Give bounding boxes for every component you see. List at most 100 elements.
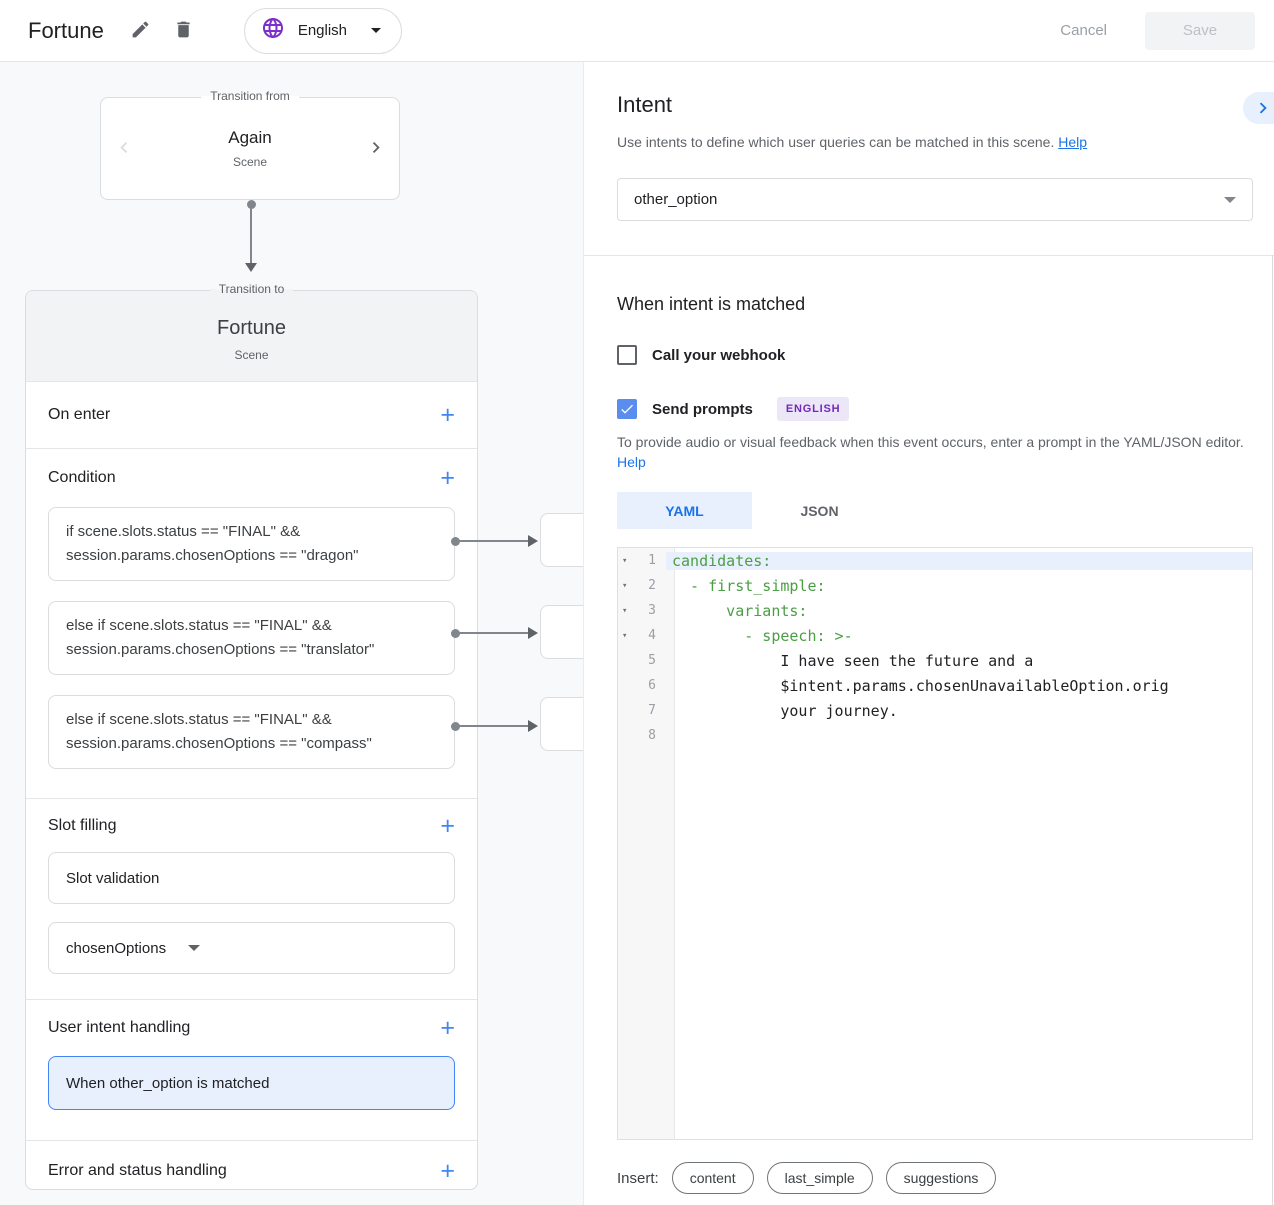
intent-detail-panel: Intent Use intents to define which user … (583, 62, 1274, 1205)
chevron-down-icon (1224, 196, 1236, 203)
transition-target-stub[interactable] (540, 605, 583, 659)
arrow-right-icon (528, 535, 538, 547)
transition-to-legend: Transition to (209, 282, 294, 296)
edit-scene-name-button[interactable] (130, 19, 151, 43)
code-text: - speech: >- (672, 626, 853, 645)
condition-item[interactable]: else if scene.slots.status == "FINAL" &&… (48, 601, 455, 675)
slot-validation-item[interactable]: Slot validation (48, 852, 455, 904)
intent-help-link[interactable]: Help (1058, 134, 1088, 150)
collapse-panel-button[interactable] (1243, 92, 1274, 124)
save-button[interactable]: Save (1145, 11, 1255, 50)
line-number: 3 (648, 603, 656, 618)
add-slot-button[interactable]: + (440, 811, 455, 840)
globe-icon (261, 16, 285, 45)
main-area: Transition from Again Scene Transition t… (0, 62, 1274, 1205)
chevron-right-icon (365, 141, 387, 161)
panel-edge-divider (1272, 255, 1273, 1205)
transition-from-scene-name[interactable]: Again (228, 128, 272, 147)
user-intent-section: User intent handling + When other_option… (26, 999, 477, 1110)
code-text: variants: (672, 601, 808, 620)
on-enter-section: On enter + (26, 381, 477, 448)
section-divider (584, 255, 1274, 256)
add-condition-button[interactable]: + (440, 464, 455, 492)
scene-name: Fortune (217, 317, 286, 339)
scene-type: Scene (234, 348, 269, 362)
code-text: I have seen the future and a (672, 651, 1034, 670)
webhook-checkbox-row: Call your webhook (617, 345, 1253, 365)
condition-item[interactable]: if scene.slots.status == "FINAL" && sess… (48, 507, 455, 581)
prompts-help-link[interactable]: Help (617, 454, 646, 470)
call-webhook-checkbox[interactable] (617, 345, 637, 365)
condition-section: Condition + if scene.slots.status == "FI… (26, 448, 477, 769)
add-on-enter-button[interactable]: + (440, 401, 455, 429)
connector-dot (451, 629, 460, 638)
send-prompts-checkbox[interactable] (617, 399, 637, 419)
fold-toggle-icon[interactable]: ▾ (622, 630, 628, 641)
slot-parameter-name: chosenOptions (66, 939, 167, 957)
fold-toggle-icon[interactable]: ▾ (622, 605, 628, 616)
code-line[interactable]: ▾ 4 - speech: >- (618, 623, 1252, 648)
previous-transition-button[interactable] (113, 136, 135, 161)
language-badge: ENGLISH (776, 397, 850, 421)
tab-json[interactable]: JSON (752, 492, 887, 529)
user-intent-item-selected[interactable]: When other_option is matched (48, 1056, 455, 1110)
editor-gutter (618, 548, 675, 1139)
yaml-code-editor[interactable]: ▾ 1 candidates: ▾ 2 - first_simple: ▾ 3 … (617, 547, 1253, 1140)
code-line[interactable]: 7 your journey. (618, 698, 1252, 723)
line-number: 6 (648, 678, 656, 693)
transition-from-legend: Transition from (201, 89, 299, 103)
transition-target-stub[interactable] (540, 513, 583, 567)
insert-last-simple-chip[interactable]: last_simple (766, 1162, 873, 1194)
cancel-button[interactable]: Cancel (1060, 22, 1107, 39)
language-selector[interactable]: English (243, 7, 403, 54)
intent-description-text: Use intents to define which user queries… (617, 134, 1055, 150)
line-number: 2 (648, 578, 656, 593)
insert-label: Insert: (617, 1169, 659, 1187)
transition-to-card: Transition to Fortune Scene On enter + C… (25, 282, 478, 1190)
code-text: $intent.params.chosenUnavailableOption.o… (672, 676, 1169, 695)
delete-scene-button[interactable] (173, 19, 194, 43)
code-line[interactable]: 8 (618, 723, 1252, 748)
intent-dropdown-value: other_option (634, 191, 718, 208)
pencil-icon (130, 19, 151, 43)
intent-description: Use intents to define which user queries… (617, 132, 1253, 152)
condition-item[interactable]: else if scene.slots.status == "FINAL" &&… (48, 695, 455, 769)
call-webhook-label: Call your webhook (652, 346, 786, 364)
intent-section-title: Intent (617, 92, 673, 117)
code-line[interactable]: ▾ 1 candidates: (618, 548, 1252, 573)
top-bar: Fortune English Cancel Save (0, 0, 1274, 62)
next-transition-button[interactable] (365, 136, 387, 161)
code-line[interactable]: ▾ 3 variants: (618, 598, 1252, 623)
checkmark-icon (619, 401, 635, 417)
connector-line (459, 632, 528, 634)
slot-filling-section: Slot filling + Slot validation chosenOpt… (26, 798, 477, 974)
insert-suggestions-chip[interactable]: suggestions (885, 1162, 997, 1194)
fold-toggle-icon[interactable]: ▾ (622, 555, 628, 566)
add-user-intent-button[interactable]: + (440, 1014, 455, 1042)
code-text: your journey. (672, 701, 898, 720)
error-handling-section: Error and status handling + (26, 1140, 477, 1201)
error-handling-label: Error and status handling (48, 1162, 227, 1179)
code-text: candidates: (666, 551, 1252, 570)
trash-icon (173, 19, 194, 43)
slot-parameter-item[interactable]: chosenOptions (48, 922, 455, 974)
code-text: - first_simple: (672, 576, 826, 595)
send-prompts-checkbox-row: Send prompts ENGLISH (617, 397, 1253, 421)
user-intent-handling-label: User intent handling (48, 1019, 191, 1036)
chevron-down-icon (371, 28, 382, 33)
connector-line (250, 208, 252, 263)
connector-dot (451, 722, 460, 731)
add-error-handler-button[interactable]: + (440, 1157, 455, 1185)
code-line[interactable]: 6 $intent.params.chosenUnavailableOption… (618, 673, 1252, 698)
insert-content-chip[interactable]: content (671, 1162, 754, 1194)
fold-toggle-icon[interactable]: ▾ (622, 580, 628, 591)
tab-yaml[interactable]: YAML (617, 492, 752, 529)
code-line[interactable]: ▾ 2 - first_simple: (618, 573, 1252, 598)
line-number: 5 (648, 653, 656, 668)
on-enter-label: On enter (48, 406, 111, 423)
connector-line (459, 725, 528, 727)
code-line[interactable]: 5 I have seen the future and a (618, 648, 1252, 673)
transition-target-stub[interactable] (540, 697, 583, 751)
intent-dropdown[interactable]: other_option (617, 178, 1253, 221)
insert-toolbar: Insert: content last_simple suggestions (617, 1162, 1253, 1194)
